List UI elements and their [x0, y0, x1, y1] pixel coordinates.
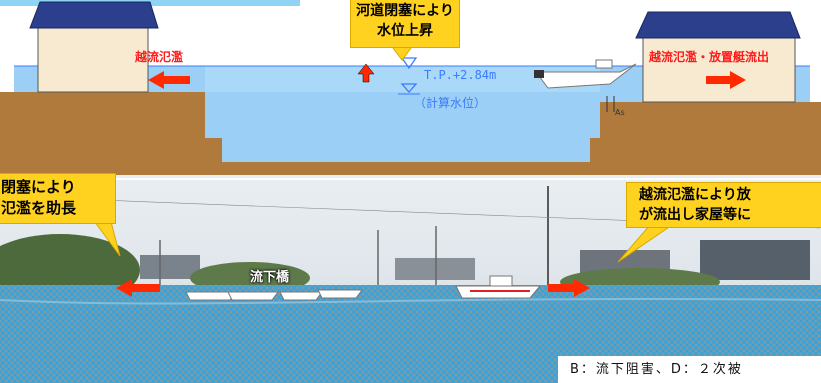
label-bridge: 流下橋 — [250, 270, 290, 285]
callout-left-line2: 氾濫を助長 — [1, 199, 77, 217]
house-right — [642, 37, 796, 103]
arrow-right-overflow — [706, 71, 746, 89]
callout-top-line1: 河道閉塞により — [356, 3, 454, 19]
arrow-photo-right — [548, 279, 590, 297]
callout-right-line2: が流出し家屋等に — [639, 207, 751, 223]
callout-left-line1: 閉塞により — [1, 178, 76, 196]
callout-right: 越流氾濫により放 が流出し家屋等に — [626, 182, 821, 228]
water-level-symbol-upper — [400, 57, 418, 70]
channel-water — [205, 92, 600, 162]
photo-boat — [185, 291, 237, 301]
arrow-photo-left — [116, 279, 160, 297]
photo-boat — [279, 291, 323, 301]
arrow-rise — [357, 63, 375, 83]
label-right-overflow: 越流氾濫・放置艇流出 — [649, 50, 770, 64]
photo-boat — [227, 291, 279, 301]
house-right-roof — [635, 11, 801, 39]
photo-house — [395, 258, 475, 280]
photo-house — [140, 255, 200, 279]
house-left-roof — [29, 1, 159, 29]
water-level-symbol-lower — [400, 83, 418, 93]
callout-right-line1: 越流氾濫により放 — [639, 187, 751, 203]
house-left — [37, 27, 149, 93]
photo-house — [700, 240, 810, 280]
label-left-overflow: 越流氾濫 — [135, 50, 184, 64]
label-as: As — [615, 108, 625, 117]
arrow-left-overflow — [148, 71, 190, 89]
photo-boat — [317, 289, 363, 299]
callout-top: 河道閉塞により 水位上昇 — [350, 0, 460, 48]
legend-box: B：流下阻害、D：２次被 — [558, 356, 821, 383]
water-level-note: （計算水位） — [414, 96, 487, 110]
boat-upper — [535, 63, 637, 89]
callout-left: 閉塞により 氾濫を助長 — [0, 173, 116, 224]
soil-cross-section — [0, 92, 821, 175]
callout-top-line2: 水位上昇 — [377, 23, 433, 39]
water-level-value: T.P.+2.84m — [424, 68, 497, 82]
